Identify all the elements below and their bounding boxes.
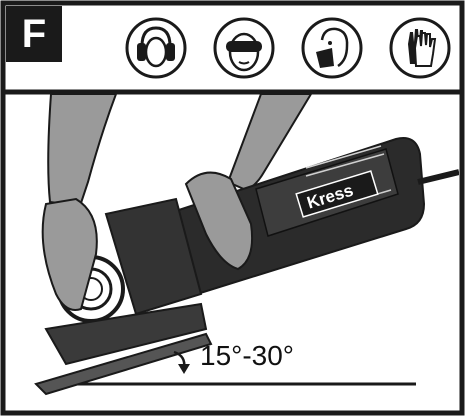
panel-header: F	[0, 0, 465, 92]
dust-mask-icon	[301, 17, 363, 79]
grinder-illustration: Kress	[34, 94, 459, 396]
eye-protection-icon	[213, 17, 275, 79]
gloves-icon	[389, 17, 451, 79]
angle-label: 15°-30°	[200, 340, 295, 371]
safety-icons	[124, 16, 454, 80]
brand-plate	[295, 170, 379, 218]
ear-protection-icon	[125, 17, 187, 79]
step-badge: F	[6, 6, 62, 62]
